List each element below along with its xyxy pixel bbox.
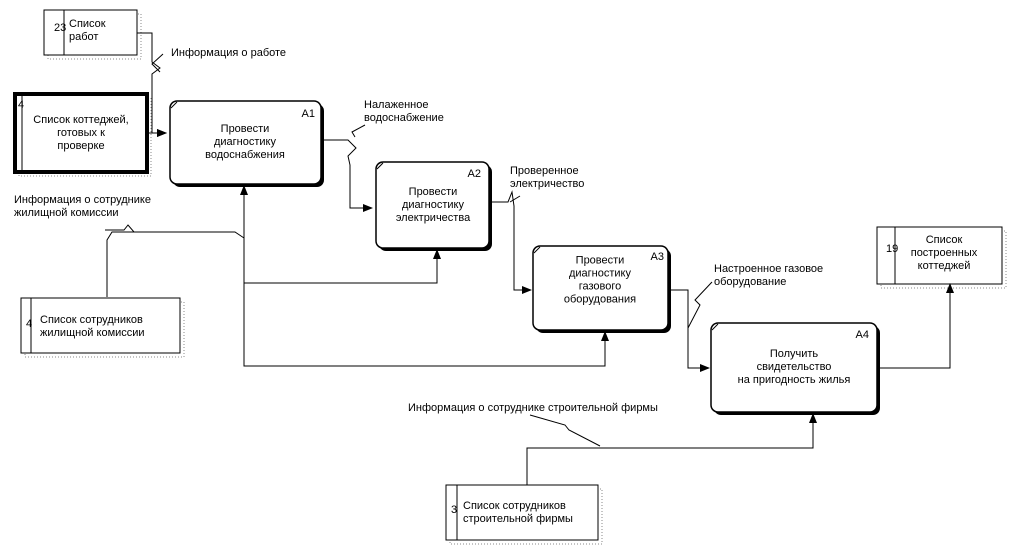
arrow-electric-ok[interactable] xyxy=(489,190,532,294)
process-a4-title-line: Получить xyxy=(770,348,819,360)
label-commission-info: Информация о сотруднике xyxy=(14,194,151,206)
process-a2-title-line: диагностику xyxy=(402,199,465,211)
store-cottages-to-check-label-line: Список коттеджей, xyxy=(33,114,128,126)
arrow-labels: Информация о работеНалаженноеводоснабжен… xyxy=(14,47,823,414)
label-water-ok: Налаженное xyxy=(364,99,428,111)
store-cottages-to-check-label-line: проверке xyxy=(57,140,104,152)
arrow-commission-to-a2[interactable] xyxy=(243,238,441,284)
process-a3-title-line: Провести xyxy=(576,255,625,267)
store-commission-staff-label-line: жилищной комиссии xyxy=(40,327,145,339)
store-built-cottages-label-line: построенных xyxy=(911,247,978,259)
arrow-a4-to-built[interactable] xyxy=(877,283,954,369)
store-work-list-label-line: Список xyxy=(69,18,106,30)
squiggle-electric xyxy=(509,195,521,203)
arrow-builder-info[interactable] xyxy=(526,413,817,485)
label-electric-ok: Проверенное xyxy=(510,165,579,177)
process-a4-title-line: на пригодность жилья xyxy=(738,374,851,386)
arrows xyxy=(105,32,954,485)
squiggle-builder xyxy=(529,414,601,447)
process-a3[interactable]: A3 Провестидиагностикугазовогооборудовани… xyxy=(532,245,671,333)
store-built-cottages-number: 19 xyxy=(886,243,898,255)
store-commission-staff-label-line: Список сотрудников xyxy=(40,314,143,326)
store-cottages-to-check-label-line: готовых к xyxy=(57,127,105,139)
process-a3-title-line: газового xyxy=(579,281,622,293)
store-commission-staff-number: 4 xyxy=(26,318,32,330)
label-electric-ok: электричество xyxy=(510,178,584,190)
squiggle-water xyxy=(351,124,366,138)
label-work-info: Информация о работе xyxy=(171,47,286,59)
process-a2-code: A2 xyxy=(468,168,481,180)
store-built-cottages-label-line: коттеджей xyxy=(918,260,971,272)
arrow-commission-info[interactable] xyxy=(106,185,248,297)
arrow-gas-ok[interactable] xyxy=(668,289,710,372)
label-water-ok: водоснабжение xyxy=(364,112,444,124)
store-built-cottages-label-line: Список xyxy=(926,234,963,246)
process-a1-title-line: Провести xyxy=(221,123,270,135)
process-boxes: A1ПровестидиагностикуводоснабженияA2Пров… xyxy=(169,100,880,415)
store-work-list-label-line: работ xyxy=(69,31,98,43)
arrow-water-ok[interactable] xyxy=(321,139,373,212)
process-a2-title-line: Провести xyxy=(409,186,458,198)
store-built-cottages-frame xyxy=(876,226,1003,285)
store-builder-staff-label-line: Список сотрудников xyxy=(463,500,566,512)
squiggle-commission xyxy=(105,224,160,233)
store-builder-staff-label-line: строительной фирмы xyxy=(463,513,573,525)
label-gas-ok: оборудование xyxy=(714,276,786,288)
store-builder-staff-frame xyxy=(445,484,599,541)
store-work-list-frame xyxy=(43,9,138,56)
process-a1-title-line: водоснабжения xyxy=(205,149,285,161)
process-a2-title-line: электричества xyxy=(396,212,471,224)
process-a3-title-line: диагностику xyxy=(569,268,632,280)
store-work-list-number: 23 xyxy=(54,22,66,34)
label-commission-info: жилищной комиссии xyxy=(14,207,119,219)
squiggle-gas xyxy=(687,281,713,329)
process-a4-code: A4 xyxy=(856,329,869,341)
squiggle-work-info xyxy=(151,53,164,73)
label-builder-info: Информация о сотруднике строительной фир… xyxy=(408,402,658,414)
process-a4-title-line: свидетельство xyxy=(757,361,832,373)
process-a1-title-line: диагностику xyxy=(214,136,277,148)
store-builder-staff-number: 3 xyxy=(451,504,457,516)
store-cottages-to-check-number: 4 xyxy=(18,99,24,111)
process-a1-code: A1 xyxy=(302,108,315,120)
process-a3-title-line: оборудования xyxy=(564,294,636,306)
arrow-commission-to-a3[interactable] xyxy=(243,283,609,367)
label-gas-ok: Настроенное газовое xyxy=(714,263,823,275)
store-commission-staff-frame xyxy=(20,297,181,354)
process-a3-code: A3 xyxy=(651,251,664,263)
